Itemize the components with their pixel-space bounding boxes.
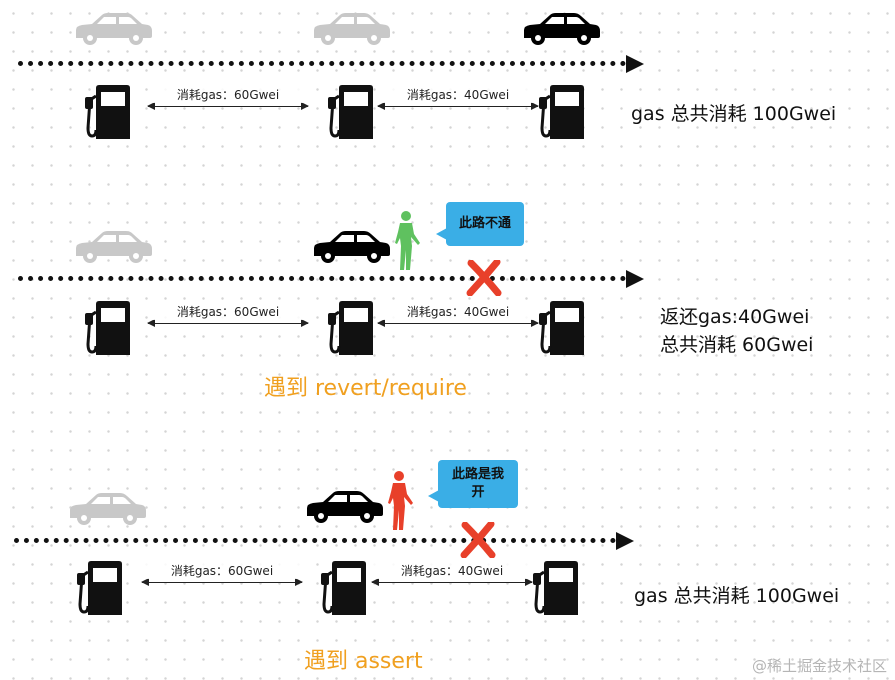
gas-pump-icon	[536, 300, 586, 356]
car-icon-start	[72, 12, 154, 46]
gas-segment-label: 消耗gas：40Gwei	[378, 303, 538, 320]
gas-segment-2: 消耗gas：40Gwei	[377, 303, 539, 327]
gas-pump-icon	[536, 84, 586, 140]
gas-segment-1: 消耗gas：60Gwei	[147, 86, 309, 110]
summary-text: 返还gas:40Gwei	[660, 306, 810, 328]
gas-segment-1: 消耗gas：60Gwei	[141, 562, 303, 586]
blocked-cross-icon	[466, 260, 502, 296]
car-icon-start	[66, 492, 148, 526]
green-person-icon	[394, 210, 420, 272]
summary-text: 总共消耗 60Gwei	[660, 334, 814, 356]
road-arrowhead	[626, 270, 644, 288]
watermark: @稀土掘金技术社区	[751, 657, 887, 675]
gas-pump-icon	[325, 84, 375, 140]
red-person-icon	[387, 470, 413, 532]
gas-pump-icon	[82, 300, 132, 356]
road-track	[18, 276, 626, 281]
gas-segment-label: 消耗gas：60Gwei	[148, 303, 308, 320]
gas-segment-label: 消耗gas：60Gwei	[142, 562, 302, 579]
summary-text: gas 总共消耗 100Gwei	[634, 585, 840, 607]
event-label: 遇到 revert/require	[264, 376, 467, 401]
gas-segment-label: 消耗gas：40Gwei	[372, 562, 532, 579]
gas-pump-icon	[318, 560, 368, 616]
road-arrowhead	[626, 55, 644, 73]
road-arrowhead	[616, 532, 634, 550]
gas-segment-label: 消耗gas：60Gwei	[148, 86, 308, 103]
road-track	[18, 61, 626, 66]
blocked-cross-icon	[460, 522, 496, 558]
car-icon-current	[310, 230, 392, 264]
car-icon-middle	[310, 12, 392, 46]
gas-pump-icon	[325, 300, 375, 356]
event-label: 遇到 assert	[304, 649, 423, 674]
gas-pump-icon	[74, 560, 124, 616]
road-track	[14, 538, 616, 543]
bubble-text: 此路是我开	[451, 467, 504, 500]
speech-bubble: 此路是我开	[428, 460, 518, 508]
speech-bubble: 此路不通	[436, 202, 524, 246]
car-icon-start	[72, 230, 154, 264]
gas-segment-1: 消耗gas：60Gwei	[147, 303, 309, 327]
car-icon-end	[520, 12, 602, 46]
gas-pump-icon	[530, 560, 580, 616]
gas-segment-label: 消耗gas：40Gwei	[378, 86, 538, 103]
gas-segment-2: 消耗gas：40Gwei	[377, 86, 539, 110]
summary-text: gas 总共消耗 100Gwei	[631, 103, 837, 125]
bubble-text: 此路不通	[458, 216, 511, 231]
car-icon-current	[303, 490, 385, 524]
gas-segment-2: 消耗gas：40Gwei	[371, 562, 533, 586]
gas-pump-icon	[82, 84, 132, 140]
